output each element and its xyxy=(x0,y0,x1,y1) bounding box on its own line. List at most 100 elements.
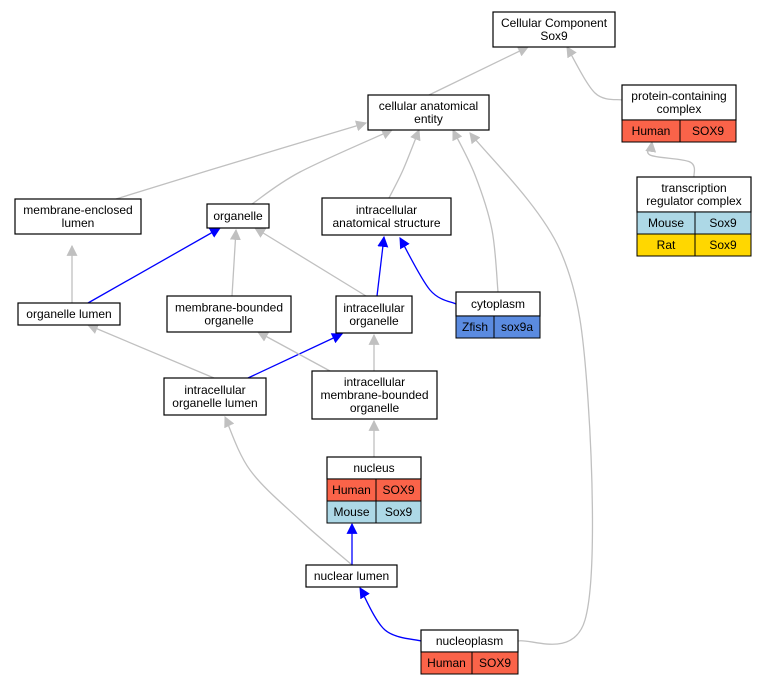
node-label-line: Cellular Component xyxy=(501,16,608,30)
node-box xyxy=(335,295,413,334)
edge-mel-cae xyxy=(115,120,368,200)
node-label-line: organelle lumen xyxy=(172,396,257,410)
edge-imbo-mbo xyxy=(257,331,331,372)
gene-label: SOX9 xyxy=(382,483,414,497)
node-label-line: organelle xyxy=(350,401,400,415)
node-label-line: cytoplasm xyxy=(471,297,525,311)
node-label-line: protein-containing xyxy=(631,89,726,103)
node-label-line: intracellular xyxy=(356,203,417,217)
node-box xyxy=(492,11,616,48)
node-label-line: membrane-enclosed xyxy=(23,203,132,217)
edge-cyto-cae xyxy=(452,129,499,293)
species-label: Mouse xyxy=(333,505,369,519)
node-label-line: complex xyxy=(657,102,702,116)
node-label-line: nucleoplasm xyxy=(436,634,503,648)
gene-label: sox9a xyxy=(501,320,533,334)
gene-label: SOX9 xyxy=(692,124,724,138)
node-label-line: Sox9 xyxy=(540,29,568,43)
node-label-line: membrane-bounded xyxy=(175,301,283,315)
gene-cell xyxy=(694,233,752,257)
node-label-line: cellular anatomical xyxy=(379,99,478,113)
edge-io-ias xyxy=(376,235,389,297)
edge-pcc-root xyxy=(566,46,623,101)
edge-io-org xyxy=(254,227,367,297)
edge-mbo-org xyxy=(229,228,241,297)
species-label: Human xyxy=(332,483,371,497)
node-nl[interactable]: nuclear lumen xyxy=(305,564,398,588)
node-box xyxy=(206,203,270,229)
node-label-line: regulator complex xyxy=(646,194,741,208)
edge-trc-pcc xyxy=(645,140,696,178)
edge-ias-cae xyxy=(388,128,421,199)
node-box xyxy=(166,295,292,333)
node-label-line: organelle xyxy=(204,314,254,328)
species-label: Mouse xyxy=(648,216,684,230)
gene-cell xyxy=(471,651,519,675)
edge-cyto-ias xyxy=(399,237,457,305)
edge-iol-io xyxy=(247,333,343,379)
node-label-line: organelle xyxy=(213,209,263,223)
node-box xyxy=(14,198,142,235)
edge-np-nl xyxy=(359,587,422,642)
node-box xyxy=(621,84,737,121)
species-label: Rat xyxy=(657,238,676,252)
node-label-line: nucleus xyxy=(353,461,394,475)
node-label-line: transcription xyxy=(661,181,726,195)
node-box xyxy=(305,564,398,588)
gene-cell xyxy=(493,315,541,339)
node-label-line: anatomical structure xyxy=(332,216,440,230)
edge-cae-root xyxy=(428,46,529,96)
node-label-line: organelle lumen xyxy=(26,307,111,321)
species-row: Rat Sox9 xyxy=(636,233,752,257)
node-box xyxy=(321,197,452,236)
node-box xyxy=(17,302,121,326)
node-label-line: intracellular xyxy=(344,375,405,389)
species-row: Human SOX9 xyxy=(420,651,519,675)
gene-cell xyxy=(375,500,422,524)
species-label: Human xyxy=(632,124,671,138)
node-label-line: intracellular xyxy=(343,301,404,315)
gene-label: Sox9 xyxy=(709,238,737,252)
node-label-line: nuclear lumen xyxy=(314,569,389,583)
node-label-line: entity xyxy=(414,112,443,126)
node-orgl[interactable]: organelle lumen xyxy=(17,302,121,326)
node-box xyxy=(163,377,267,416)
edge-iol-orgl xyxy=(86,323,215,379)
gene-label: Sox9 xyxy=(385,505,413,519)
node-org[interactable]: organelle xyxy=(206,203,270,229)
species-label: Human xyxy=(427,656,466,670)
node-label-line: lumen xyxy=(62,216,95,230)
node-box xyxy=(367,94,490,131)
species-row: Human SOX9 xyxy=(326,478,422,502)
species-label: Zfish xyxy=(462,320,488,334)
node-box xyxy=(455,291,541,317)
node-box xyxy=(311,370,438,420)
node-label-line: intracellular xyxy=(184,383,245,397)
node-label-line: organelle xyxy=(349,314,399,328)
species-row: Mouse Sox9 xyxy=(326,500,422,524)
edge-org-cae xyxy=(251,129,394,205)
species-row: Mouse Sox9 xyxy=(636,211,752,235)
node-label-line: membrane-bounded xyxy=(320,388,428,402)
gene-label: SOX9 xyxy=(479,656,511,670)
edge-nl-iol xyxy=(224,416,353,566)
edge-np-cae xyxy=(469,132,594,645)
edges-layer xyxy=(66,46,696,645)
species-row: Zfish sox9a xyxy=(455,315,541,339)
gene-label: Sox9 xyxy=(709,216,737,230)
